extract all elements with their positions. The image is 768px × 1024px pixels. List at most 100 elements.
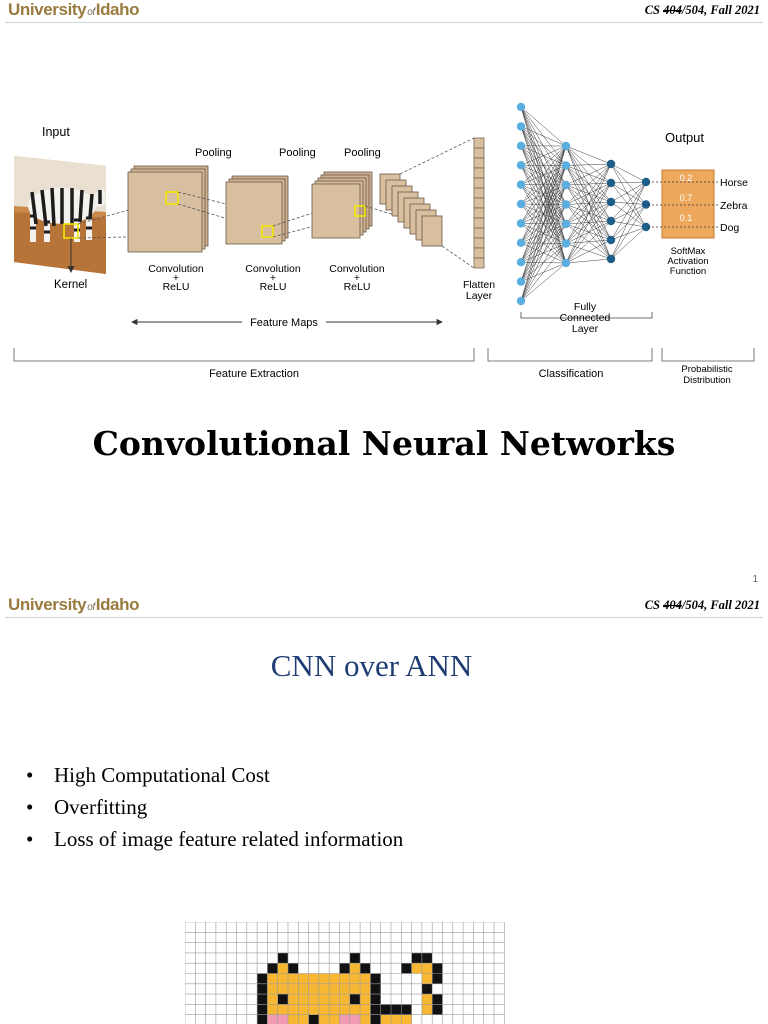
- cat-pixel: [370, 994, 381, 1005]
- flatten-cell: [473, 217, 485, 229]
- cat-pixel: [432, 963, 443, 974]
- cat-pixel: [318, 983, 330, 995]
- neuron-node: [561, 258, 571, 268]
- output-class-zebra: Zebra: [720, 200, 748, 212]
- flatten-cell: [473, 137, 485, 149]
- cat-pixel: [391, 1004, 402, 1015]
- cat-pixel: [318, 994, 330, 1005]
- output-prob-3: 0.1: [680, 213, 693, 223]
- flatten-label-1: Flatten: [463, 279, 495, 291]
- cat-pixel: [308, 1014, 319, 1024]
- flatten-cell: [473, 237, 485, 249]
- neuron-node: [561, 141, 571, 151]
- fc-label-1: Fully: [574, 301, 597, 313]
- cat-pixel: [308, 973, 319, 984]
- cat-pixel: [329, 983, 340, 995]
- neuron-node: [561, 161, 571, 170]
- cat-pixel: [401, 1004, 412, 1015]
- cat-pixel: [339, 983, 350, 995]
- flatten-cell: [473, 257, 485, 269]
- cat-pixel: [370, 983, 381, 995]
- output-label: Output: [665, 130, 704, 145]
- cat-pixel: [370, 973, 381, 984]
- cat-pixel: [349, 983, 361, 995]
- fully-connected-edges: [520, 106, 647, 302]
- slide-2: UniversityofIdaho CS 404/504, Fall 2021 …: [0, 595, 768, 1024]
- flatten-cell: [473, 167, 485, 179]
- cat-pixel: [349, 973, 361, 984]
- cat-pixel: [298, 994, 309, 1005]
- cat-pixel: [360, 963, 371, 974]
- fc-label-3: Layer: [572, 323, 599, 335]
- section-feature-extraction: Feature Extraction: [209, 368, 299, 380]
- conv-label-3-plus: +: [354, 272, 360, 284]
- kernel-label: Kernel: [54, 279, 87, 291]
- neuron-node: [516, 161, 526, 170]
- cat-pixel: [421, 994, 433, 1005]
- cat-pixel: [432, 994, 443, 1005]
- output-class-dog: Dog: [720, 222, 739, 234]
- cat-pixel: [277, 963, 288, 974]
- conv-label-1-bottom: ReLU: [163, 281, 190, 293]
- university-logo: UniversityofIdaho: [8, 595, 140, 614]
- neuron-node: [641, 177, 651, 187]
- bullet-item: •High Computational Cost: [26, 763, 270, 787]
- flatten-cell: [473, 157, 485, 169]
- cat-pixel: [288, 1014, 299, 1024]
- cat-pixel: [318, 1004, 330, 1015]
- cat-pixel: [432, 973, 443, 984]
- cat-pixel: [421, 952, 433, 964]
- cat-pixel: [349, 1004, 361, 1015]
- page-number: 1: [752, 574, 758, 585]
- neuron-node: [606, 178, 616, 188]
- section-probabilistic-2: Distribution: [683, 375, 731, 386]
- cat-pixel: [421, 983, 433, 995]
- cat-pixel: [318, 973, 330, 984]
- cat-pixel: [329, 973, 340, 984]
- cat-pixel: [370, 1014, 381, 1024]
- flatten-cell: [473, 147, 485, 159]
- cat-pixel: [267, 973, 278, 984]
- bullet-item: •Loss of image feature related informati…: [26, 827, 404, 851]
- cat-pixel: [391, 1014, 402, 1024]
- cat-pixel: [329, 1014, 340, 1024]
- output-prob-2: 0.7: [680, 193, 693, 203]
- cat-pixel: [349, 1014, 361, 1024]
- cat-pixel: [339, 1014, 350, 1024]
- cat-pixel: [339, 994, 350, 1005]
- section-classification: Classification: [539, 368, 604, 380]
- input-image: [14, 156, 173, 274]
- neuron-node: [606, 216, 616, 226]
- zebra-figure: [28, 187, 106, 242]
- neuron-node: [606, 254, 616, 264]
- pooling-label-2: Pooling: [279, 147, 316, 159]
- cat-pixel: [360, 973, 371, 984]
- neuron-node: [516, 122, 526, 131]
- cat-pixel: [257, 983, 268, 995]
- neuron-node: [516, 258, 526, 267]
- section-probabilistic-1: Probabilistic: [681, 364, 732, 375]
- flatten-cell: [473, 227, 485, 239]
- flatten-cell: [473, 177, 485, 189]
- neuron-node: [641, 222, 651, 232]
- cat-pixel: [349, 963, 361, 974]
- feature-maps-label: Feature Maps: [250, 317, 318, 329]
- neuron-node: [516, 102, 526, 112]
- conv-label-1-top: Convolution: [148, 263, 204, 275]
- cat-pixel: [288, 983, 299, 995]
- cat-pixel: [411, 963, 422, 974]
- flatten-cell: [473, 207, 485, 219]
- cat-pixel: [298, 983, 309, 995]
- neuron-node: [561, 239, 571, 248]
- neuron-node: [606, 197, 616, 207]
- softmax-label-1: SoftMax: [671, 246, 706, 257]
- cat-pixel: [267, 1004, 278, 1015]
- cat-pixel: [257, 994, 268, 1005]
- cat-pixel: [267, 983, 278, 995]
- feature-map-stack-1: [127, 165, 259, 253]
- cat-pixel: [411, 952, 422, 964]
- bullet-list: •High Computational Cost •Overfitting •L…: [26, 759, 403, 855]
- conv-label-2-plus: +: [270, 272, 276, 284]
- fully-connected-nodes: [516, 102, 651, 306]
- cat-pixel: [257, 1004, 268, 1015]
